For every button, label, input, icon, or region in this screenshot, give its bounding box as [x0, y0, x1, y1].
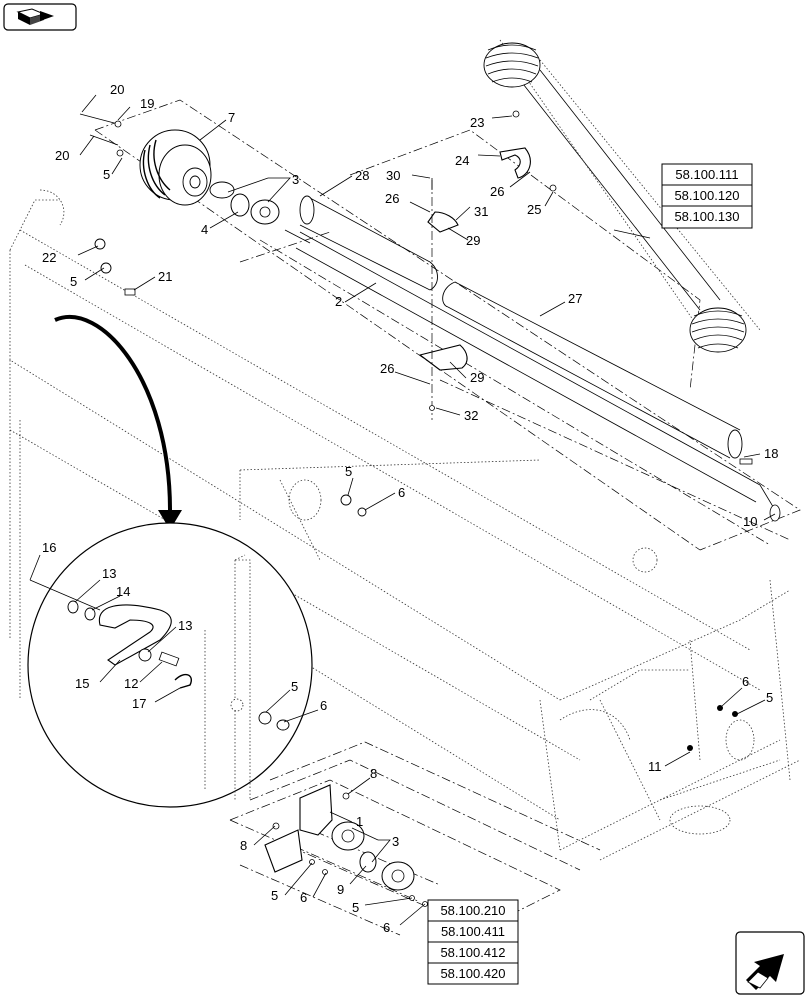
label-3: 3 — [292, 172, 299, 187]
label-30: 30 — [386, 168, 400, 183]
label-18: 18 — [764, 446, 778, 461]
label-31: 31 — [474, 204, 488, 219]
label-1: 1 — [356, 814, 363, 829]
label-29: 29 — [466, 233, 480, 248]
tube-clamps — [418, 147, 531, 371]
label-20: 20 — [110, 82, 124, 97]
label-3: 3 — [392, 834, 399, 849]
drive-shaft — [483, 39, 761, 353]
label-26: 26 — [385, 191, 399, 206]
label-16: 16 — [42, 540, 56, 555]
next-page-arrow-icon[interactable] — [735, 931, 805, 995]
label-7: 7 — [228, 110, 235, 125]
label-32: 32 — [464, 408, 478, 423]
bearing-assembly-top — [209, 181, 280, 225]
header-frame — [9, 189, 801, 861]
ref-top-1: 58.100.120 — [674, 188, 739, 203]
bearing-assembly-bottom — [264, 784, 415, 891]
ref-bottom-3: 58.100.420 — [440, 966, 505, 981]
exploded-view-icon[interactable] — [3, 3, 77, 31]
label-9: 9 — [337, 882, 344, 897]
label-22: 22 — [42, 250, 56, 265]
label-23: 23 — [470, 115, 484, 130]
label-13: 13 — [102, 566, 116, 581]
label-24: 24 — [455, 153, 469, 168]
label-19: 19 — [140, 96, 154, 111]
label-17: 17 — [132, 696, 146, 711]
label-11: 11 — [648, 759, 662, 774]
label-27: 27 — [568, 291, 582, 306]
label-6: 6 — [398, 485, 405, 500]
ref-top-0: 58.100.111 — [675, 167, 738, 182]
label-2: 2 — [335, 294, 342, 309]
label-25: 25 — [527, 202, 541, 217]
label-6: 6 — [300, 890, 307, 905]
label-26: 26 — [490, 184, 504, 199]
label-28: 28 — [355, 168, 369, 183]
ref-bottom-1: 58.100.411 — [441, 924, 505, 939]
label-5: 5 — [271, 888, 278, 903]
label-20: 20 — [55, 148, 69, 163]
label-5: 5 — [70, 274, 77, 289]
drive-pulley — [139, 129, 212, 206]
label-5: 5 — [103, 167, 110, 182]
label-5: 5 — [766, 690, 773, 705]
auger-tubes — [299, 195, 743, 459]
ref-top-2: 58.100.130 — [674, 209, 739, 224]
label-6: 6 — [320, 698, 327, 713]
label-15: 15 — [75, 676, 89, 691]
ref-bottom-0: 58.100.210 — [440, 903, 505, 918]
detail-callout — [27, 315, 313, 808]
label-13: 13 — [178, 618, 192, 633]
label-5: 5 — [352, 900, 359, 915]
drum-shaft — [284, 229, 781, 522]
label-6: 6 — [742, 674, 749, 689]
label-14: 14 — [116, 584, 130, 599]
label-6: 6 — [383, 920, 390, 935]
label-5: 5 — [345, 464, 352, 479]
label-12: 12 — [124, 676, 138, 691]
label-29: 29 — [470, 370, 484, 385]
label-5: 5 — [291, 679, 298, 694]
reference-box-top[interactable]: 58.100.111 58.100.120 58.100.130 — [661, 163, 753, 229]
label-26: 26 — [380, 361, 394, 376]
ref-bottom-2: 58.100.412 — [440, 945, 505, 960]
label-21: 21 — [158, 269, 172, 284]
label-8: 8 — [240, 838, 247, 853]
label-4: 4 — [201, 222, 208, 237]
leader-lines — [29, 94, 776, 926]
reference-box-bottom[interactable]: 58.100.210 58.100.411 58.100.412 58.100.… — [427, 899, 519, 985]
label-8: 8 — [370, 766, 377, 781]
part-labels: 20 19 20 5 7 3 4 22 5 21 28 30 26 31 29 … — [42, 82, 778, 935]
label-10: 10 — [743, 514, 757, 529]
